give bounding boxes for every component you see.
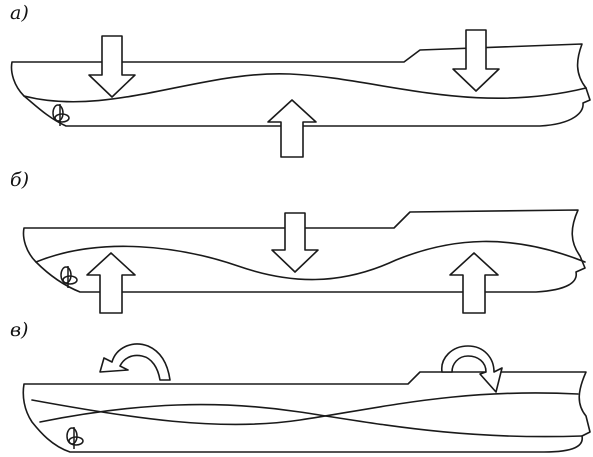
up-arrow-left-b: [86, 252, 136, 314]
up-arrow-right-b: [449, 252, 499, 314]
twist-wave-1-c: [39, 403, 583, 438]
up-arrow-center-a: [267, 99, 317, 158]
panel-b: [22, 209, 586, 314]
down-arrow-left-a: [88, 35, 136, 98]
panel-c: [22, 343, 591, 453]
ship-hull-c: [22, 371, 591, 453]
waterline-wave-a: [23, 73, 587, 103]
propeller-icon-c: [66, 427, 84, 449]
ship-hull-b: [22, 209, 586, 293]
panel-label-c: в): [10, 319, 29, 341]
twist-wave-2-c: [31, 392, 579, 426]
down-arrow-right-a: [452, 29, 500, 92]
rotation-arrow-left-c: [99, 343, 171, 381]
panel-label-b: б): [10, 169, 30, 191]
waterline-wave-b: [35, 240, 586, 281]
panel-a: [10, 29, 591, 158]
down-arrow-center-b: [271, 212, 319, 273]
propeller-icon-a: [52, 104, 70, 126]
ship-hull-a: [10, 43, 591, 127]
rotation-arrow-right-c: [441, 345, 503, 393]
propeller-icon-b: [60, 266, 78, 288]
panel-label-a: a): [10, 2, 29, 24]
